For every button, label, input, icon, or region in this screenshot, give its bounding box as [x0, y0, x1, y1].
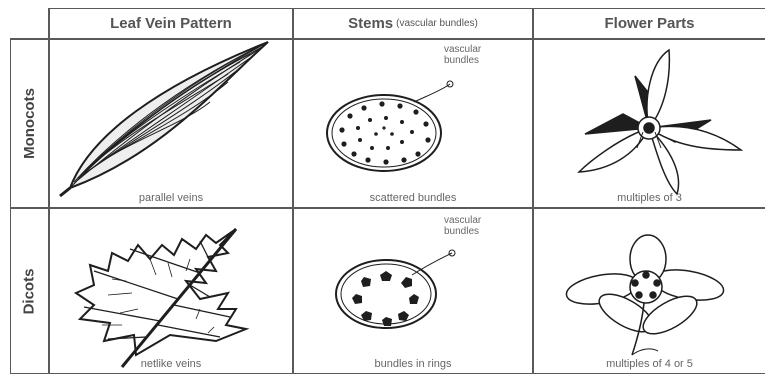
callout-line-2: bundles — [444, 226, 481, 237]
callout-line-1: vascular — [444, 215, 481, 226]
caption-multiples-of-3: multiples of 3 — [534, 192, 765, 204]
table-bottom-border — [10, 373, 765, 374]
netlike-vein-leaf-illustration — [50, 209, 292, 373]
cell-monocot-leaf: parallel veins — [50, 40, 292, 207]
row-label-dicots: Dicots — [10, 209, 48, 373]
column-header-stems: Stems (vascular bundles) — [294, 8, 532, 38]
cell-monocot-stem: vascular bundles scattered bundles — [294, 40, 532, 207]
callout-line-2: bundles — [444, 55, 481, 66]
parallel-vein-leaf-illustration — [50, 40, 292, 207]
row-label-monocots: Monocots — [10, 40, 48, 207]
scattered-bundles-stem-illustration — [294, 40, 532, 207]
caption-parallel-veins: parallel veins — [50, 192, 292, 204]
caption-netlike-veins: netlike veins — [50, 358, 292, 370]
caption-multiples-of-4-or-5: multiples of 4 or 5 — [534, 358, 765, 370]
cell-monocot-flower: multiples of 3 — [534, 40, 765, 207]
cell-dicot-leaf: netlike veins — [50, 209, 292, 373]
row-label-dicots-text: Dicots — [21, 268, 38, 314]
callout-vascular-bundles-monocot: vascular bundles — [444, 44, 481, 66]
column-header-leaf: Leaf Vein Pattern — [50, 8, 292, 38]
column-header-flower: Flower Parts — [534, 8, 765, 38]
callout-vascular-bundles-dicot: vascular bundles — [444, 215, 481, 237]
column-header-stems-sub: (vascular bundles) — [396, 18, 478, 29]
pentamerous-flower-illustration — [534, 209, 765, 373]
cell-dicot-stem: vascular bundles bundles in rings — [294, 209, 532, 373]
row-label-monocots-text: Monocots — [21, 88, 38, 159]
column-header-leaf-label: Leaf Vein Pattern — [110, 15, 232, 32]
column-header-flower-label: Flower Parts — [604, 15, 694, 32]
column-header-stems-label: Stems — [348, 15, 393, 32]
ringed-bundles-stem-illustration — [294, 209, 532, 373]
caption-bundles-in-rings: bundles in rings — [294, 358, 532, 370]
callout-line-1: vascular — [444, 44, 481, 55]
caption-scattered-bundles: scattered bundles — [294, 192, 532, 204]
trimerous-flower-illustration — [534, 40, 765, 207]
cell-dicot-flower: multiples of 4 or 5 — [534, 209, 765, 373]
